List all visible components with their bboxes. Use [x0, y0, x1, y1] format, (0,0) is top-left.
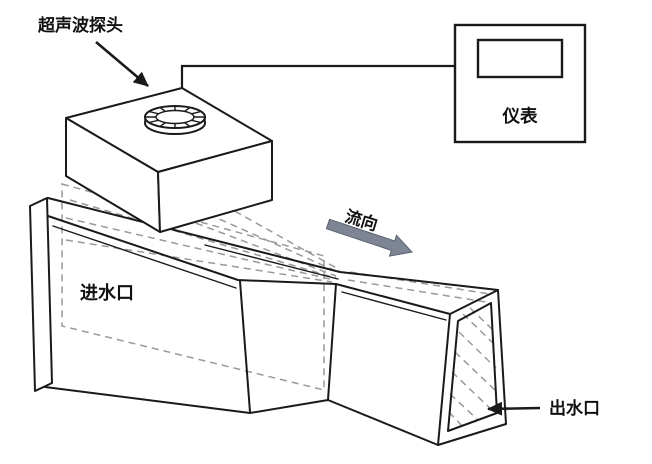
hatch-line	[449, 393, 479, 421]
hatch-line	[458, 331, 497, 369]
flow-arrow	[325, 218, 413, 257]
near-top-rim	[47, 215, 451, 315]
housing-right-face	[157, 140, 273, 233]
signal-wire	[180, 64, 455, 88]
far-rim-inner-edge	[204, 244, 339, 280]
outlet-pointer-arrow	[487, 401, 541, 416]
outlet-label: 出水口	[549, 398, 600, 419]
flow-guide-line	[65, 217, 335, 281]
inlet-label: 进水口	[80, 282, 134, 304]
annotation-arrows	[95, 41, 541, 416]
inner-cavity-outline	[61, 183, 325, 391]
meter-box: 仪表	[453, 23, 587, 144]
wall-junction-edge	[239, 280, 251, 413]
inlet-end-plate	[29, 197, 53, 392]
flow-guide-line	[171, 175, 341, 271]
probe-pointer-arrow	[95, 41, 149, 87]
bottom-near-edge	[44, 386, 439, 446]
probe-cap-knurling	[144, 105, 206, 129]
flume-body	[29, 197, 507, 446]
flow-guide-line	[69, 199, 337, 279]
probe-label: 超声波探头	[38, 15, 123, 36]
outlet-outer-frame	[437, 289, 507, 446]
throat-edge	[327, 283, 337, 401]
meter-display	[476, 38, 564, 79]
hatch-line	[448, 411, 464, 428]
ultrasonic-probe-cap	[144, 105, 206, 135]
hatch-line	[451, 371, 495, 413]
hatch-line	[469, 307, 494, 331]
flow-guide-line	[65, 239, 333, 283]
flow-direction: 流向	[325, 206, 413, 257]
outlet-rim-inner-edge	[341, 291, 447, 321]
meter-label: 仪表	[502, 106, 538, 127]
hatch-line	[462, 313, 495, 345]
near-rim-inner-edge	[52, 225, 237, 289]
far-top-rim	[47, 197, 499, 291]
hatch-line	[454, 351, 498, 393]
